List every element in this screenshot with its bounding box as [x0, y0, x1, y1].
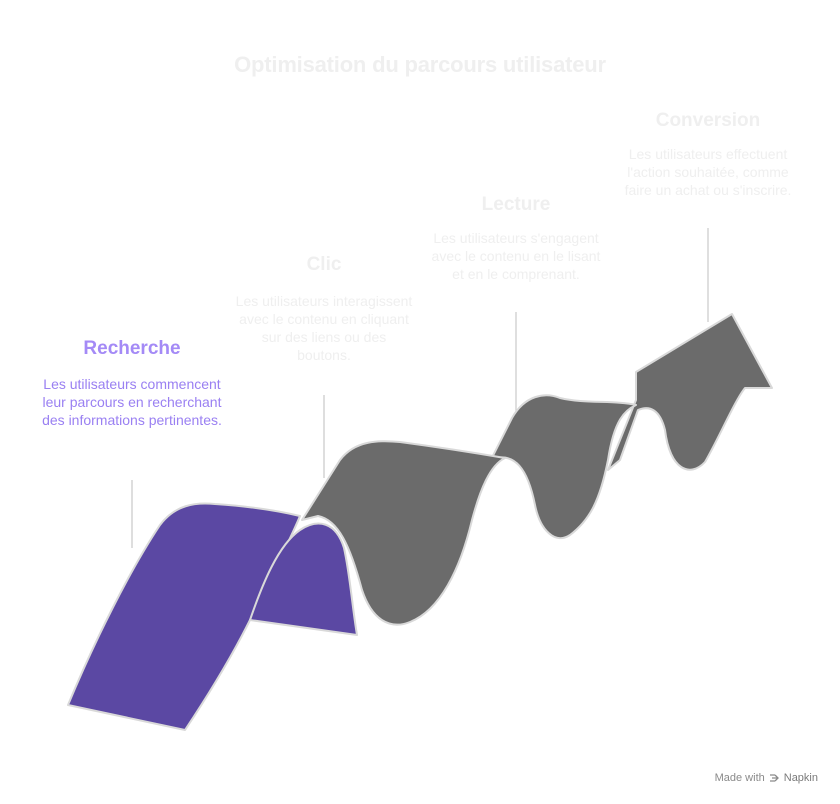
step-description-lecture: Les utilisateurs s'engagent avec le cont…: [431, 230, 601, 282]
step-title-lecture: Lecture: [481, 194, 551, 215]
napkin-brand-label: Napkin: [783, 772, 818, 784]
step-description-conversion: Les utilisateurs effectuent l'action sou…: [624, 146, 792, 198]
diagram-title: Optimisation du parcours utilisateur: [234, 52, 606, 77]
step-description-recherche: Les utilisateurs commencent leur parcour…: [42, 376, 222, 428]
segment-clic: [301, 440, 506, 626]
made-with-napkin-footer[interactable]: Made with Napkin: [715, 772, 818, 784]
step-description-clic: Les utilisateurs interagissent avec le c…: [235, 293, 413, 363]
napkin-logo-icon: [769, 773, 779, 782]
step-title-conversion: Conversion: [655, 110, 761, 131]
made-with-label: Made with: [714, 772, 765, 784]
segment-recherche: [67, 502, 358, 731]
step-title-clic: Clic: [306, 254, 342, 275]
step-title-recherche: Recherche: [83, 338, 181, 359]
segment-conversion-arrow: [607, 313, 773, 471]
